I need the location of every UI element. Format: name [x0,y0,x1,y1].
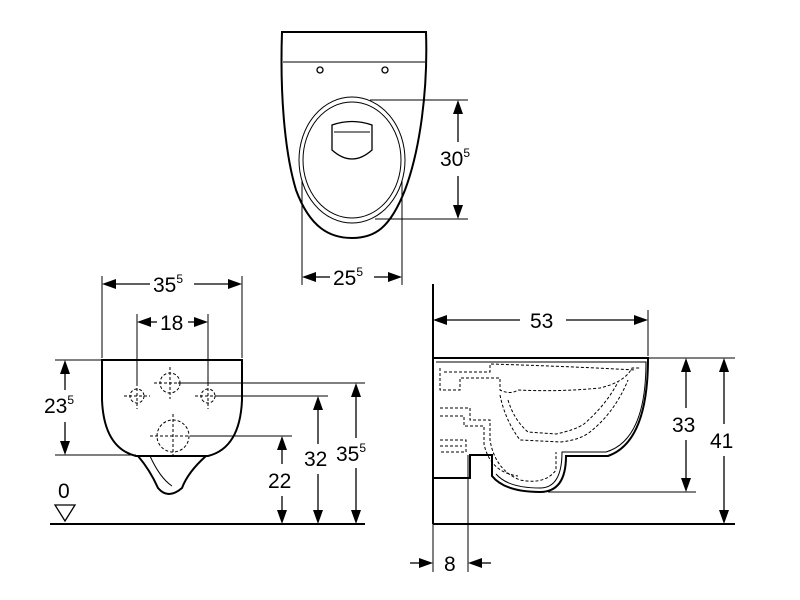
waste-outlet-channel [440,407,557,482]
arrow-left [419,558,433,568]
projection-dimension: 53 [433,310,649,356]
front-pedestal-inner [149,455,173,487]
arrow-up [681,358,691,372]
arrow-right [388,272,402,282]
arrow-left [137,317,151,327]
height-35-dimension: 355 [178,382,366,524]
hinge-hole-left [316,66,324,74]
height-22-label: 22 [268,470,291,493]
height-33-dimension: 33 [548,357,735,493]
bowl-trap-inner [507,381,619,435]
waste-outlet-connection [150,414,196,458]
height-35-label: 355 [336,441,366,466]
arrow-down [313,510,323,524]
top-view: 305 255 [280,31,470,290]
arrow-up [60,360,70,374]
arrow-left [102,279,116,289]
outlet-socket [440,439,467,453]
side-view: 53 33 41 8 [410,284,735,576]
front-pedestal [137,455,207,495]
fixing-spacing-dimension: 18 [136,312,209,386]
hinge-hole-right [381,66,389,74]
arrow-down [681,478,691,492]
arrow-left [433,315,447,325]
seat-width-label: 255 [333,265,363,290]
waste-outlet-inner [440,415,519,477]
height-33-label: 33 [672,414,695,437]
height-41-dimension: 41 [710,358,733,524]
arrow-up [351,383,361,397]
seat-width-dimension: 255 [301,180,403,290]
front-view: 355 18 235 0 [44,272,366,525]
projection-label: 53 [530,310,553,333]
level-triangle-icon [53,504,77,523]
seat-inner-ring [302,101,402,219]
arrow-up [719,358,729,372]
height-32-dimension: 32 [216,395,328,524]
wall-offset-label: 8 [444,553,456,576]
arrow-down [277,510,287,524]
depth-label: 305 [440,146,470,171]
left-height-label: 235 [44,393,74,418]
height-22-dimension: 22 [190,435,292,524]
bowl-trap-outer [499,379,629,443]
height-32-label: 32 [304,448,327,471]
arrow-down [719,510,729,524]
arrow-right [194,317,208,327]
height-41-label: 41 [710,430,733,453]
arrow-up [277,436,287,450]
rim-channel [444,363,637,373]
arrow-up [313,396,323,410]
floor-level-label: 0 [58,480,70,503]
arrow-down [60,441,70,455]
fixing-point-upper-left [124,383,150,409]
floor-level-marker: 0 [53,480,77,523]
arrow-right [634,315,648,325]
arrow-down [351,510,361,524]
depth-dimension: 305 [370,99,470,220]
front-body-outline [101,359,243,457]
arrow-right [228,279,242,289]
flush-channel [439,367,640,393]
arrow-right [468,558,482,568]
arrow-up [453,100,463,114]
bowl-outline [280,31,428,240]
arrow-left [302,272,316,282]
overall-width-label: 355 [153,272,183,297]
left-height-dimension: 235 [44,359,136,456]
flush-opening [331,120,373,160]
side-body-outline [433,357,650,494]
side-body-inner [436,361,647,489]
fixing-spacing-label: 18 [160,312,183,335]
seat-outer-ring [298,96,406,224]
wall-offset-dimension: 8 [410,455,491,576]
arrow-down [453,205,463,219]
overall-width-dimension: 355 [101,272,243,358]
